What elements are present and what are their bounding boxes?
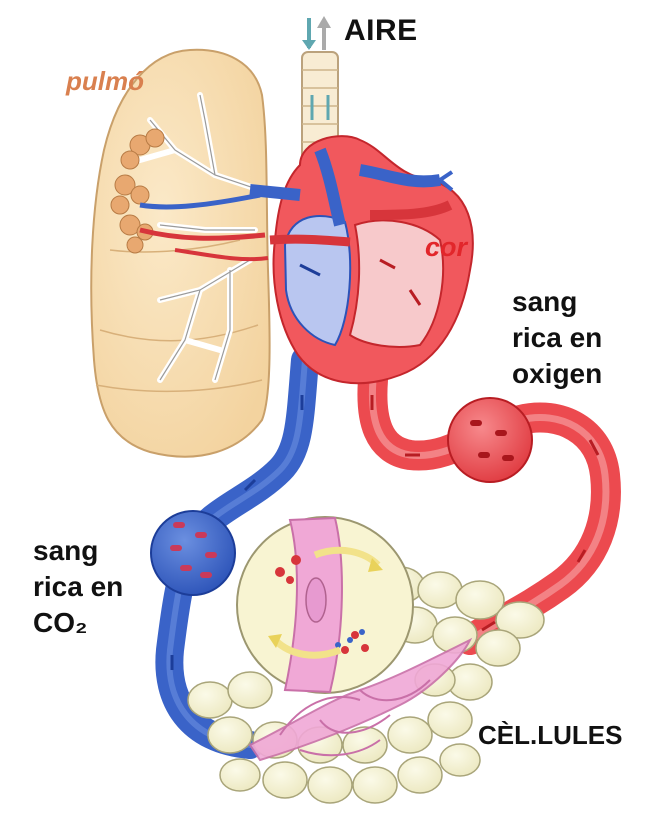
- oxygen-blood-line: oxigen: [512, 356, 602, 392]
- cells-label: CÈL.LULES: [478, 720, 622, 751]
- oxygen-blood-label: sang rica en oxigen: [512, 284, 602, 392]
- magnified-co2-blood: [151, 511, 235, 595]
- co2-blood-line: rica en: [33, 569, 123, 605]
- lung: [91, 50, 269, 457]
- air-flow-arrows: [302, 16, 331, 50]
- co2-blood-label: sang rica en CO₂: [33, 533, 123, 641]
- air-label: AIRE: [344, 14, 418, 48]
- heart-label: cor: [425, 232, 467, 263]
- co2-blood-line: sang: [33, 533, 123, 569]
- co2-blood-line: CO₂: [33, 605, 123, 641]
- magnified-oxygenated-blood: [448, 398, 532, 482]
- oxygen-blood-line: rica en: [512, 320, 602, 356]
- magnified-cell: [237, 517, 413, 693]
- oxygen-blood-line: sang: [512, 284, 602, 320]
- lung-label: pulmó: [66, 66, 144, 97]
